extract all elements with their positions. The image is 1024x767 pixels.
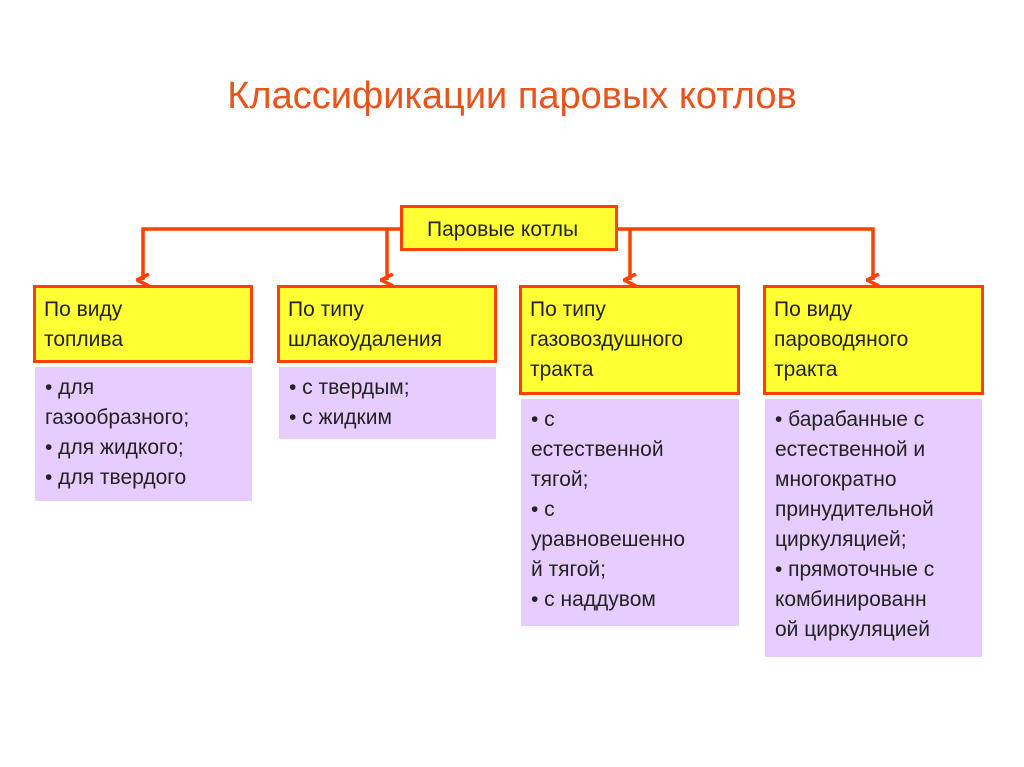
category-fuel-type: По виду топлива <box>33 285 253 363</box>
items-gas-air-path: • с естественной тягой; • с уравновешенн… <box>521 399 739 626</box>
list-item: • с <box>531 498 555 521</box>
list-item: принудительной <box>775 498 934 521</box>
list-item: • барабанные с <box>775 408 925 431</box>
category-slag-removal: По типу шлакоудаления <box>277 285 497 363</box>
list-item: • для <box>45 376 95 399</box>
list-item: • с <box>531 408 555 431</box>
category-label-line: шлакоудаления <box>288 328 443 351</box>
list-item: • с твердым; <box>289 376 410 399</box>
list-item: циркуляцией; <box>775 528 907 551</box>
list-item: ой циркуляцией <box>775 618 930 641</box>
connector-right <box>618 227 873 280</box>
list-item: • для твердого <box>45 466 187 489</box>
list-item: • с наддувом <box>531 588 656 611</box>
root-node: Паровые котлы <box>400 205 618 251</box>
list-item: многократно <box>775 468 897 491</box>
category-steam-water-path: По виду пароводяного тракта <box>763 285 984 395</box>
list-item: • для жидкого; <box>45 436 184 459</box>
category-label-line: По типу <box>288 298 364 321</box>
category-label-line: По виду <box>44 298 123 321</box>
category-label-line: пароводяного <box>774 328 909 351</box>
list-item: естественной и <box>775 438 926 461</box>
list-item: газообразного; <box>45 406 190 429</box>
connector-left <box>143 227 400 280</box>
category-label-line: топлива <box>44 328 124 351</box>
category-label-line: тракта <box>774 358 838 381</box>
category-label-line: тракта <box>530 358 594 381</box>
page-title: Классификации паровых котлов <box>227 75 797 117</box>
list-item: • прямоточные с <box>775 558 935 581</box>
category-gas-air-path: По типу газовоздушного тракта <box>519 285 740 395</box>
items-slag-removal: • с твердым; • с жидким <box>279 367 496 439</box>
list-item: естественной <box>531 438 664 461</box>
items-fuel-type: • для газообразного; • для жидкого; • дл… <box>35 367 252 501</box>
list-item: й тягой; <box>531 558 606 581</box>
root-label: Паровые котлы <box>427 218 579 241</box>
list-item: тягой; <box>531 468 589 491</box>
list-item: комбинированн <box>775 588 927 611</box>
category-label-line: газовоздушного <box>530 328 683 351</box>
list-item: уравновешенно <box>531 528 686 551</box>
category-label-line: По типу <box>530 298 606 321</box>
items-steam-water-path: • барабанные с естественной и многократн… <box>765 399 982 657</box>
category-label-line: По виду <box>774 298 853 321</box>
list-item: • с жидким <box>289 406 392 429</box>
